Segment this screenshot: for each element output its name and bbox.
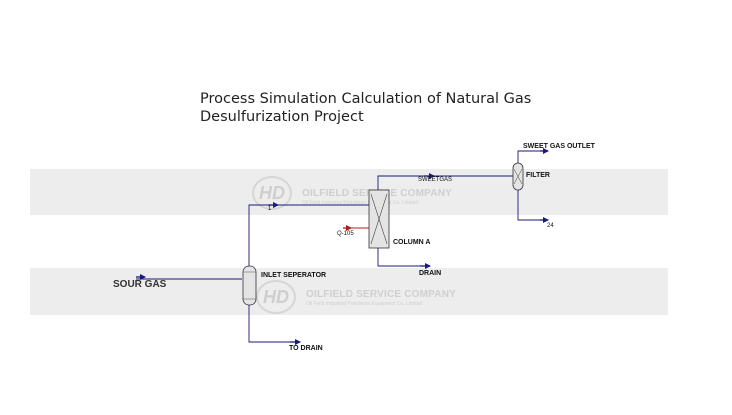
label-stream-1: 1 xyxy=(268,206,272,212)
label-to-drain: TO DRAIN xyxy=(289,345,323,352)
watermark-company: OILFIELD SERVICE COMPANY xyxy=(306,289,457,300)
column-a-vessel[interactable] xyxy=(368,189,390,249)
label-inlet-separator: INLET SEPERATOR xyxy=(261,272,327,279)
stream-sweet-gas[interactable] xyxy=(377,173,513,190)
title-line-1: Process Simulation Calculation of Natura… xyxy=(200,91,532,107)
label-sweet-gas: SWEETGAS xyxy=(418,177,453,183)
stream-1[interactable] xyxy=(248,202,369,266)
watermark-subtitle: Oil Field Industrial Petroleum Equipment… xyxy=(306,301,423,307)
label-drain: DRAIN xyxy=(419,270,442,277)
label-column-a: COLUMN A xyxy=(393,239,431,246)
stream-to-drain[interactable] xyxy=(248,305,301,345)
stream-24[interactable] xyxy=(517,190,549,223)
watermark-subtitle: Oil Field Industrial Petroleum Equipment… xyxy=(302,200,419,206)
stream-sour-gas[interactable] xyxy=(136,274,242,280)
stream-drain[interactable] xyxy=(377,248,431,269)
stream-sweet-gas-outlet[interactable] xyxy=(517,148,549,163)
background-band-bottom xyxy=(30,268,668,315)
watermark-logo-icon: HD xyxy=(252,176,292,210)
page-title: Process Simulation Calculation of Natura… xyxy=(200,90,531,126)
watermark-logo-icon: HD xyxy=(256,280,296,314)
label-filter: FILTER xyxy=(526,172,550,179)
inlet-separator-vessel[interactable] xyxy=(242,265,257,306)
label-q105: Q-105 xyxy=(337,231,354,237)
label-sweet-gas-outlet: SWEET GAS OUTLET xyxy=(523,143,595,150)
filter-vessel[interactable] xyxy=(512,162,524,191)
title-line-2: Desulfurization Project xyxy=(200,109,364,125)
label-sour-gas: SOUR GAS xyxy=(113,279,167,290)
background-band-top xyxy=(30,169,668,215)
label-stream-24: 24 xyxy=(547,223,554,229)
